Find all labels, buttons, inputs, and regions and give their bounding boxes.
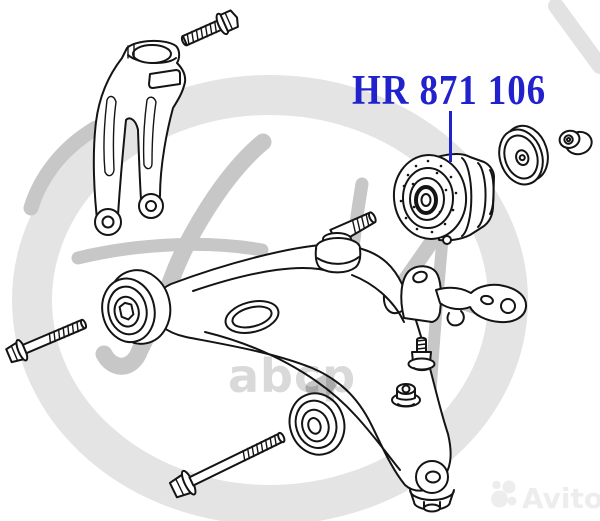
fork-bolt — [180, 9, 239, 47]
watermark-corner-swoosh — [548, 0, 600, 74]
flange-nut — [391, 383, 421, 408]
washer-disc — [498, 124, 549, 186]
arm-end-bushing — [409, 460, 455, 513]
stabilizer-bracket — [400, 265, 528, 327]
abcp-watermark: abcp — [228, 349, 356, 403]
control-arm-bushing — [392, 153, 495, 245]
avito-watermark: Avito — [491, 480, 600, 515]
small-flange-nut — [558, 129, 593, 156]
part-number-label: HR 871 106 — [352, 68, 546, 114]
avito-logo-icon — [491, 480, 517, 508]
abcp-watermark-text: abcp — [228, 349, 356, 403]
rear-arm-bushing — [288, 392, 346, 456]
ball-joint-stud — [314, 211, 377, 274]
front-arm-bushing — [101, 269, 172, 345]
avito-watermark-text: Avito — [522, 482, 600, 515]
front-mount-bolt — [5, 318, 88, 364]
part-number-callout: HR 871 106 — [352, 68, 546, 162]
bushing-speckles — [399, 159, 458, 234]
bracket-bolt — [407, 336, 436, 372]
leader-line — [449, 111, 452, 162]
clamp-fork-bracket — [92, 40, 187, 236]
rear-mount-bolt — [168, 431, 286, 499]
